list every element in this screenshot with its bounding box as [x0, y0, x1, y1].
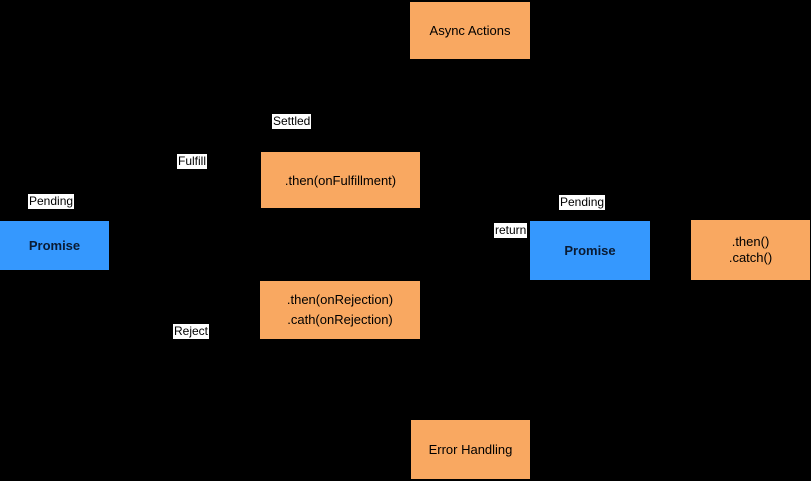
promise-left-label: Promise	[28, 238, 81, 253]
then-onfulfillment-node[interactable]: .then(onFulfillment)	[261, 152, 420, 208]
promise-left-node[interactable]: Promise	[0, 221, 109, 270]
then-catch-node[interactable]: .then() .catch()	[691, 220, 810, 280]
then-catch-label-line1: .then()	[731, 234, 770, 249]
then-onrejection-label-line2: .cath(onRejection)	[287, 312, 393, 327]
then-onrejection-node[interactable]: .then(onRejection) .cath(onRejection)	[260, 281, 420, 339]
edge-label-return[interactable]: return	[494, 223, 528, 238]
then-onrejection-label-line1: .then(onRejection)	[286, 292, 394, 307]
error-handling-node[interactable]: Error Handling	[411, 420, 530, 479]
async-actions-node[interactable]: Async Actions	[410, 2, 530, 59]
error-handling-label: Error Handling	[428, 442, 513, 457]
edge-label-pending-right[interactable]: Pending	[559, 195, 606, 210]
edge-label-fulfill[interactable]: Fulfill	[177, 154, 208, 169]
then-catch-label-line2: .catch()	[728, 250, 773, 265]
async-actions-label: Async Actions	[429, 23, 511, 38]
edge-label-reject[interactable]: Reject	[173, 324, 210, 339]
promise-right-label: Promise	[564, 243, 616, 258]
edge-label-settled[interactable]: Settled	[272, 114, 312, 129]
edge-label-pending-left[interactable]: Pending	[28, 194, 75, 209]
promise-right-node[interactable]: Promise	[530, 221, 650, 280]
then-onfulfillment-label: .then(onFulfillment)	[284, 172, 397, 188]
